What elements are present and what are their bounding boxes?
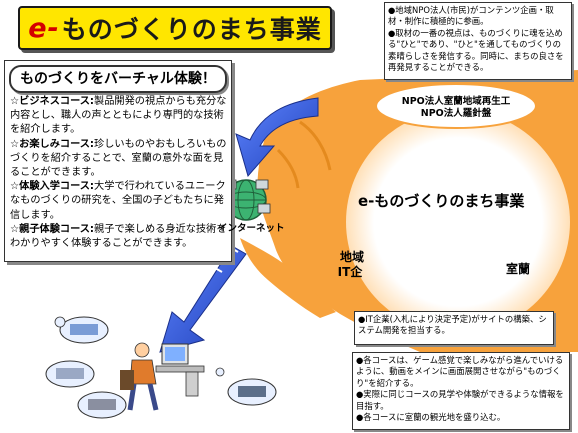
title-prefix: e- [28, 12, 60, 44]
course-policy-note-item: ●実際に同じコースの見学や体験ができるような情報を目指す。 [356, 389, 564, 411]
npo-role-note: ●地域NPO法人(市民)がコンテンツ企画・取材・制作に積極的に参画。 ●取材の一… [384, 2, 572, 80]
course-policy-note-item: ●各コースに室蘭の観光地を盛り込む。 [356, 412, 506, 423]
course-panel: ものづくりをバーチャル体験！ ☆ビジネスコース:製品開発の視点からも充分な内容と… [4, 60, 232, 262]
npo-role-note-item: ●取材の一番の視点は、ものづくりに魂を込める"ひと"であり、"ひと"を通してもの… [388, 27, 564, 73]
course-list: ☆ビジネスコース:製品開発の視点からも充分な内容とし、職人の声とともにより専門的… [10, 95, 228, 251]
computer-user-icon [120, 342, 205, 411]
region-label-it: IT企 [337, 265, 363, 279]
map-land-peninsula [240, 238, 336, 318]
title-main: ものづくりのまち事業 [61, 15, 322, 44]
region-label-chiiki-it: 地域 IT企 [338, 250, 365, 280]
course-item-business: ☆ビジネスコース:製品開発の視点からも充分な内容とし、職人の声とともにより専門的… [10, 96, 227, 136]
npo-label: NPO法人羅針盤 [420, 108, 492, 119]
course-panel-heading: ものづくりをバーチャル体験！ [9, 65, 227, 93]
course-policy-note: ●各コースは、ゲーム感覚で楽しみながら進んでいけるように、動画をメインに画面展開… [352, 352, 570, 430]
factory-thumbnail-icon [45, 316, 277, 419]
map-highlight-circle [346, 110, 570, 334]
internet-label: インターネット [218, 223, 285, 234]
course-item-family: ☆親子体験コース:親子で楽しめる身近な技術をわかりやすく体験することができます。 [10, 223, 227, 250]
page-title: e- ものづくりのまち事業 [18, 6, 332, 50]
center-project-title: e-ものづくりのまち事業 [358, 192, 525, 210]
npo-role-note-item: ●地域NPO法人(市民)がコンテンツ企画・取材・制作に積極的に参画。 [388, 5, 554, 27]
npo-label: NPO法人室蘭地域再生工 [401, 96, 511, 107]
arrow-to-internet [235, 97, 319, 178]
region-label-muroran: 室蘭 [506, 262, 531, 276]
course-item-fun: ☆お楽しみコース:珍しいものやおもしろいものづくりを紹介することで、室蘭の意外な… [10, 138, 227, 179]
it-company-note: ●IT企業(入札により決定予定)がサイトの構築、システム開発を担当する。 [354, 311, 554, 345]
map-coast-detail [276, 120, 332, 189]
npo-ellipse [375, 83, 537, 129]
course-policy-note-item: ●各コースは、ゲーム感覚で楽しみながら進んでいけるように、動画をメインに画面展開… [356, 355, 564, 388]
course-item-trial: ☆体験入学コース:大学で行われているユニークなものづくりの研究を、全国の子どもた… [10, 181, 226, 221]
region-label-chiiki: 地域 [340, 250, 365, 264]
npo-labels: NPO法人室蘭地域再生工 NPO法人羅針盤 [384, 96, 528, 120]
